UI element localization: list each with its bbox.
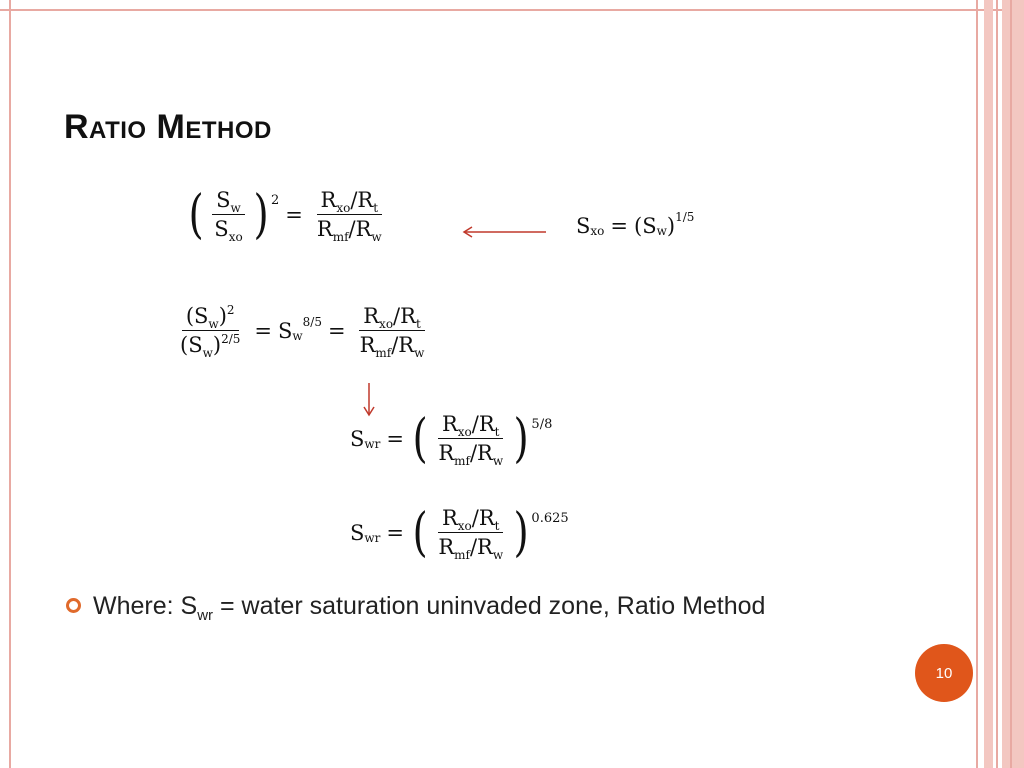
bullet-text: Where: Swr = water saturation uninvaded … (93, 592, 766, 624)
exponent: 0.625 (531, 511, 569, 527)
decor-stripe (1002, 0, 1024, 768)
exponent: 5/8 (531, 417, 553, 433)
fraction: Rxo/Rt Rmf/Rw (359, 304, 425, 361)
fraction: Sw Sxo (210, 188, 246, 244)
decor-stripe (984, 0, 993, 768)
fraction: Rxo/Rt Rmf/Rw (316, 188, 383, 245)
left-arrow-icon (462, 226, 546, 238)
slide-border-top (0, 9, 1024, 11)
paren-open: ( (188, 184, 204, 245)
decor-stripe (1010, 0, 1012, 768)
exponent: 2 (270, 193, 280, 209)
slide-border-left (9, 0, 11, 768)
page-number-badge: 10 (915, 644, 973, 702)
fraction: Rxo/Rt Rmf/Rw (437, 412, 504, 469)
down-arrow-icon (363, 383, 375, 417)
equals-sign: = (285, 202, 303, 227)
decor-stripe (976, 0, 978, 768)
fraction: Rxo/Rt Rmf/Rw (437, 506, 504, 563)
decor-stripe (996, 0, 998, 768)
equation-1: ( Sw Sxo ) 2 = Rxo/Rt Rmf/Rw (186, 184, 390, 245)
slide-title: Ratio Method (64, 108, 272, 146)
fraction: (Sw)2 (Sw)2/5 (180, 303, 241, 361)
paren-close: ) (253, 184, 269, 245)
bullet-circle-icon (66, 598, 81, 613)
